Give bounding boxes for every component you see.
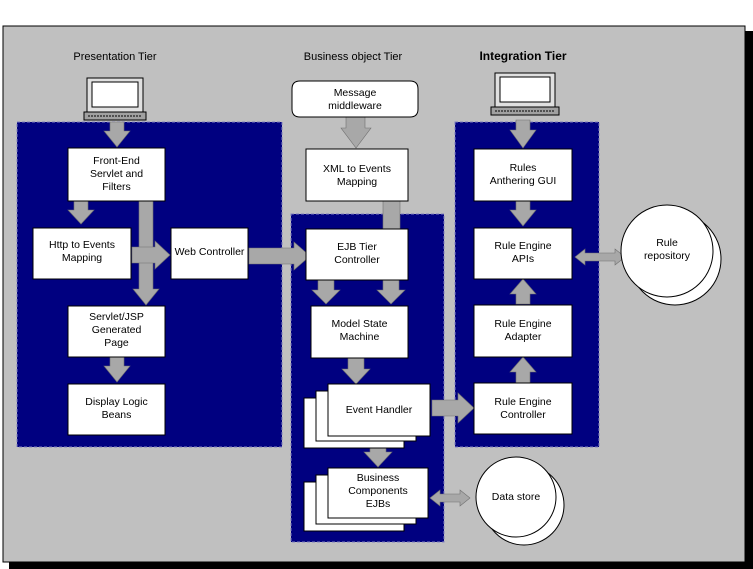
data-store-label: Data store [491,491,541,503]
integration-tier-title: Integration Tier [479,49,567,63]
http-to-events-box [32,227,132,280]
computer-icon [490,72,560,116]
xml-to-events-box [305,148,409,202]
arrow [429,489,471,507]
model-state-label: Model State Machine [331,318,388,343]
rules-gui-label: Rules Anthering GUI [489,162,557,187]
message-middleware-label: Message middleware [328,87,382,112]
business-components-label: Business Components EJBs [348,472,408,510]
business-tier-title: Business object Tier [303,51,403,63]
arrow [509,278,537,305]
web-controller-label: Web Controller [174,246,245,258]
display-logic-box [67,383,166,436]
arrow [103,121,131,148]
arrow [340,116,372,149]
computer-icon [83,77,147,121]
rule-engine-adapter-label: Rule Engine Adapter [494,318,552,343]
xml-to-events-label: XML to Events Mapping [323,163,391,188]
ejb-controller-box [305,228,409,281]
arrow [341,357,371,385]
servlet-jsp-label: Servlet/JSP Generated Page [89,311,144,349]
rule-engine-controller-box [473,382,573,435]
front-end-box [67,147,166,202]
arrow [431,392,475,424]
rule-engine-adapter-box [473,304,573,358]
rule-repository-store [620,204,714,298]
arrow [311,279,341,305]
arrow [248,241,311,271]
arrow [131,240,171,270]
web-controller-box [170,227,249,280]
presentation-tier-title: Presentation Tier [73,51,157,63]
rule-engine-apis-label: Rule Engine APIs [494,240,552,265]
arrow [376,279,406,305]
arrow [509,119,537,149]
arrow [509,356,537,384]
message-middleware-box [291,80,419,118]
http-to-events-label: Http to Events Mapping [49,239,115,264]
event-handler-box [327,383,431,437]
data-store [475,456,557,538]
business-components-box [327,467,429,519]
rule-engine-controller-label: Rule Engine Controller [494,396,552,421]
event-handler-label: Event Handler [345,404,413,416]
servlet-jsp-box [67,305,166,358]
arrow [509,200,537,227]
display-logic-label: Display Logic Beans [85,396,148,421]
arrow [382,200,401,230]
arrow [103,356,131,383]
front-end-label: Front-End Servlet and Filters [89,155,144,193]
rule-engine-apis-box [473,227,573,280]
rule-repository-label: Rule repository [643,237,691,262]
ejb-controller-label: EJB Tier Controller [334,241,380,266]
arrow [67,200,95,225]
rules-gui-box [473,148,573,202]
model-state-box [310,305,409,359]
